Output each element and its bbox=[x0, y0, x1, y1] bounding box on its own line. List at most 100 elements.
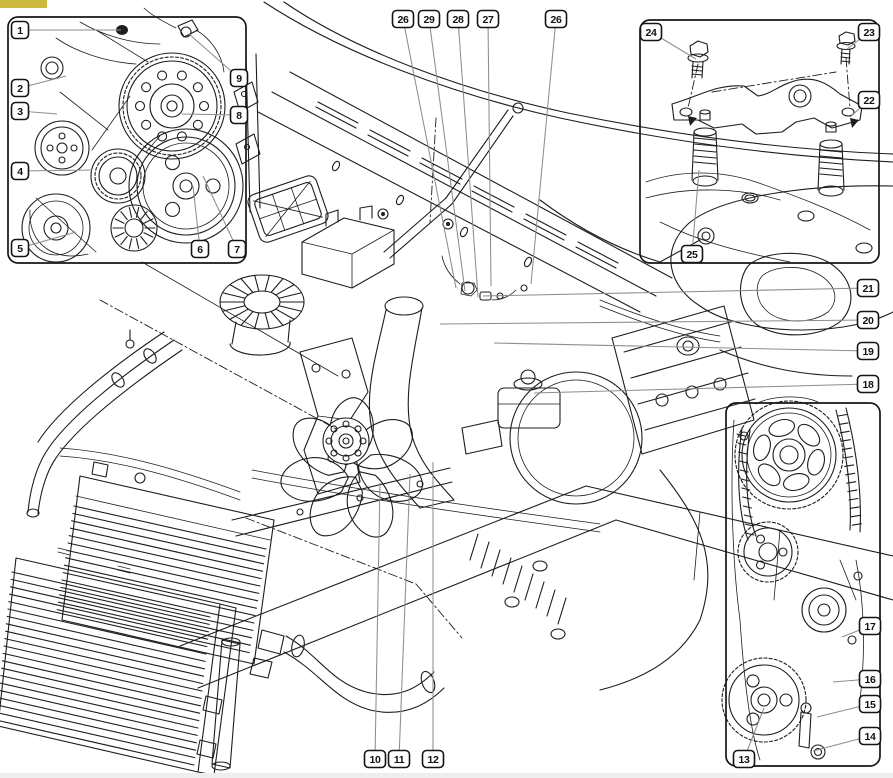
callout-number: 13 bbox=[739, 754, 750, 766]
callout-box bbox=[858, 694, 882, 714]
page-edge bbox=[0, 773, 893, 778]
callout-number: 26 bbox=[398, 14, 409, 26]
callout-6[interactable]: 6 bbox=[190, 239, 210, 259]
callout-1[interactable]: 1 bbox=[10, 20, 30, 40]
leader-callout-27 bbox=[487, 18, 492, 287]
leader-callout-26-left bbox=[402, 18, 457, 289]
callout-26-right[interactable]: 26 bbox=[544, 9, 568, 29]
leader-callout-5 bbox=[19, 231, 77, 249]
callout-25[interactable]: 25 bbox=[680, 244, 704, 264]
callout-number: 19 bbox=[863, 346, 874, 358]
engine-mount-inset-art bbox=[645, 31, 873, 263]
callout-number: 24 bbox=[646, 27, 657, 39]
callout-26-left[interactable]: 26 bbox=[391, 9, 415, 29]
callout-box bbox=[229, 68, 249, 88]
callout-box bbox=[858, 669, 882, 689]
callout-box bbox=[856, 278, 880, 298]
callout-number: 4 bbox=[17, 166, 23, 178]
callout-box bbox=[856, 374, 880, 394]
callout-24[interactable]: 24 bbox=[639, 22, 663, 42]
callout-10[interactable]: 10 bbox=[363, 749, 387, 769]
callout-box bbox=[858, 616, 882, 636]
callout-number: 16 bbox=[865, 674, 876, 686]
callout-28[interactable]: 28 bbox=[446, 9, 470, 29]
callout-number: 29 bbox=[424, 14, 435, 26]
callout-7[interactable]: 7 bbox=[227, 239, 247, 259]
callout-number: 12 bbox=[428, 754, 439, 766]
callout-number: 20 bbox=[863, 315, 874, 327]
callout-12[interactable]: 12 bbox=[421, 749, 445, 769]
leader-callout-20 bbox=[439, 319, 869, 325]
callout-8[interactable]: 8 bbox=[229, 105, 249, 125]
callout-box bbox=[639, 22, 663, 42]
callout-number: 15 bbox=[865, 699, 876, 711]
leader-callout-4 bbox=[19, 169, 93, 172]
callout-box bbox=[391, 9, 415, 29]
callout-18[interactable]: 18 bbox=[856, 374, 880, 394]
callout-15[interactable]: 15 bbox=[858, 694, 882, 714]
callout-11[interactable]: 11 bbox=[387, 749, 411, 769]
callout-number: 2 bbox=[17, 83, 23, 95]
callout-14[interactable]: 14 bbox=[858, 726, 882, 746]
callout-number: 18 bbox=[863, 379, 874, 391]
callout-box bbox=[10, 238, 30, 258]
inset-frame-belt-drive-detail bbox=[7, 16, 247, 264]
callout-22[interactable]: 22 bbox=[857, 90, 881, 110]
callout-5[interactable]: 5 bbox=[10, 238, 30, 258]
callout-number: 6 bbox=[197, 244, 203, 256]
callout-number: 14 bbox=[865, 731, 876, 743]
leader-callout-21 bbox=[482, 287, 869, 297]
callout-box bbox=[544, 9, 568, 29]
leader-callout-25 bbox=[691, 169, 700, 255]
leader-callout-28 bbox=[457, 18, 479, 298]
callout-21[interactable]: 21 bbox=[856, 278, 880, 298]
callout-number: 7 bbox=[234, 244, 240, 256]
callout-box bbox=[10, 20, 30, 40]
callout-box bbox=[857, 90, 881, 110]
callout-number: 3 bbox=[17, 106, 23, 118]
callout-number: 5 bbox=[17, 243, 23, 255]
inset-frame-timing-drive-detail bbox=[725, 402, 881, 767]
callout-box bbox=[10, 78, 30, 98]
callout-29[interactable]: 29 bbox=[417, 9, 441, 29]
callout-13[interactable]: 13 bbox=[732, 749, 756, 769]
leader-callout-26-right bbox=[530, 18, 557, 285]
callout-box bbox=[363, 749, 387, 769]
leader-callout-19 bbox=[493, 342, 869, 352]
callout-box bbox=[858, 726, 882, 746]
timing-drive-inset-art bbox=[721, 396, 864, 761]
callout-box bbox=[227, 239, 247, 259]
callout-number: 22 bbox=[864, 95, 875, 107]
leader-callout-6 bbox=[192, 185, 201, 250]
callout-19[interactable]: 19 bbox=[856, 341, 880, 361]
callout-4[interactable]: 4 bbox=[10, 161, 30, 181]
callout-23[interactable]: 23 bbox=[857, 22, 881, 42]
leader-callout-18 bbox=[533, 383, 869, 394]
callout-9[interactable]: 9 bbox=[229, 68, 249, 88]
callout-number: 10 bbox=[370, 754, 381, 766]
callout-number: 28 bbox=[453, 14, 464, 26]
callout-box bbox=[476, 9, 500, 29]
leader-callout-8 bbox=[181, 113, 240, 116]
callout-27[interactable]: 27 bbox=[476, 9, 500, 29]
callout-20[interactable]: 20 bbox=[856, 310, 880, 330]
leader-callout-29 bbox=[428, 18, 466, 292]
belt-drive-inset-art bbox=[21, 7, 244, 263]
callout-number: 27 bbox=[483, 14, 494, 26]
callout-box bbox=[446, 9, 470, 29]
callout-number: 9 bbox=[236, 73, 242, 85]
callout-number: 1 bbox=[17, 25, 23, 37]
callout-3[interactable]: 3 bbox=[10, 101, 30, 121]
callout-17[interactable]: 17 bbox=[858, 616, 882, 636]
callout-box bbox=[229, 105, 249, 125]
callout-2[interactable]: 2 bbox=[10, 78, 30, 98]
callout-16[interactable]: 16 bbox=[858, 669, 882, 689]
callout-box bbox=[10, 101, 30, 121]
callout-number: 8 bbox=[236, 110, 242, 122]
callout-box bbox=[417, 9, 441, 29]
callout-box bbox=[856, 341, 880, 361]
